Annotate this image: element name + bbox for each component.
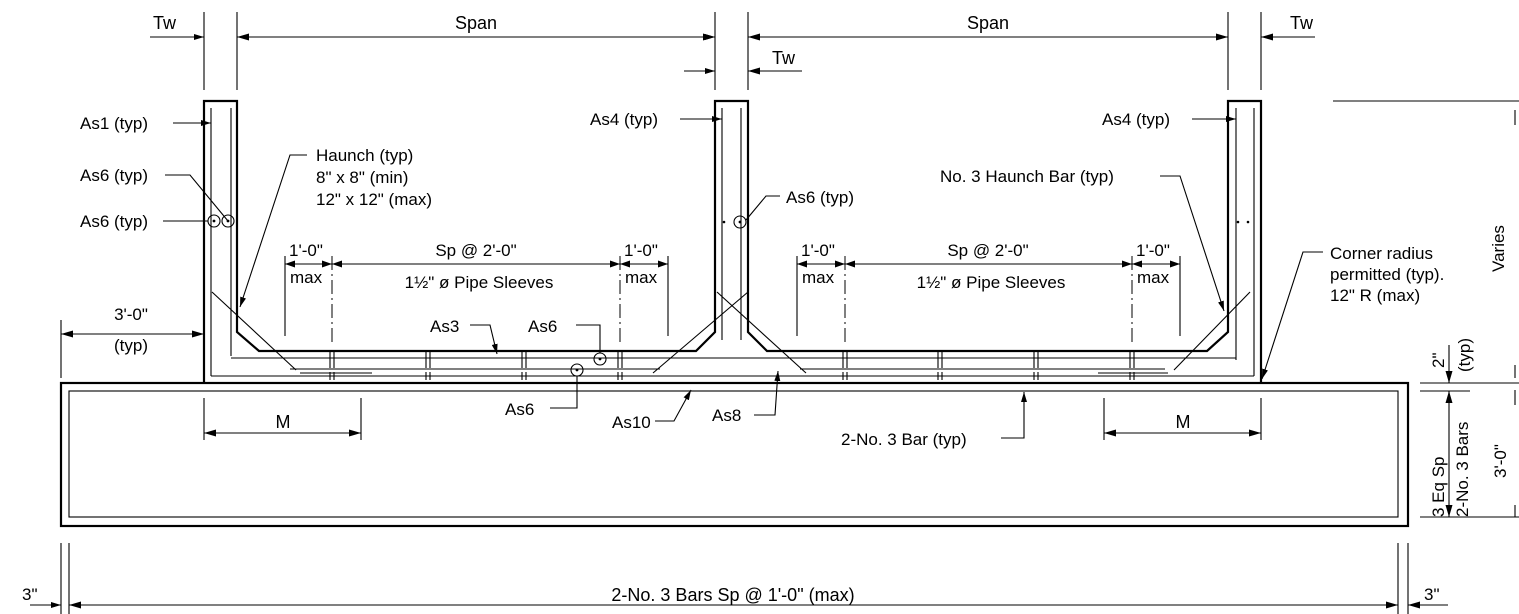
label-as6-c: As6 (528, 317, 557, 336)
label-right-max: max (802, 268, 835, 287)
label-right-1ft: 1'-0" (801, 241, 835, 260)
label-left-max-b: max (625, 268, 658, 287)
label-bottom-bars: 2-No. 3 Bars Sp @ 1'-0" (max) (611, 585, 854, 605)
label-two-in-typ: (typ) (1455, 338, 1474, 372)
label-haunch-1: Haunch (typ) (316, 146, 413, 165)
label-right-1ft-b: 1'-0" (1136, 241, 1170, 260)
label-left-1ft-b: 1'-0" (624, 241, 658, 260)
label-three-in-right: 3" (1424, 585, 1440, 604)
arrowheads (237, 33, 1273, 75)
label-three-ft: 3'-0" (1491, 444, 1510, 478)
label-m-left: M (276, 412, 291, 432)
label-corner-1: Corner radius (1330, 244, 1433, 263)
label-right-pipe: 1½" ø Pipe Sleeves (917, 273, 1066, 292)
label-no3-bars: 2-No. 3 Bars (1453, 422, 1472, 517)
label-tw-right: Tw (1290, 13, 1314, 33)
text-labels: Tw Span Span Tw Tw As1 (typ) As6 (typ) A… (22, 13, 1510, 605)
label-as4-mid: As4 (typ) (590, 110, 658, 129)
label-tw-left: Tw (153, 13, 177, 33)
label-haunch-2: 8" x 8" (min) (316, 168, 408, 187)
label-three-in-left: 3" (22, 585, 38, 604)
footing (59, 381, 1410, 528)
label-right-max-b: max (1137, 268, 1170, 287)
label-haunch-bar: No. 3 Haunch Bar (typ) (940, 167, 1114, 186)
top-dimensions (150, 12, 1315, 90)
label-as6-b: As6 (typ) (80, 212, 148, 231)
label-dim-typ: (typ) (114, 336, 148, 355)
label-corner-3: 12" R (max) (1330, 286, 1420, 305)
m-dimensions (203, 398, 1262, 440)
label-as10: As10 (612, 413, 651, 432)
sleeve-dimensions (284, 256, 1181, 345)
label-left-max: max (290, 268, 323, 287)
label-right-sp: Sp @ 2'-0" (947, 241, 1028, 260)
label-m-right: M (1176, 412, 1191, 432)
label-as6-d: As6 (505, 400, 534, 419)
label-as4-right: As4 (typ) (1102, 110, 1170, 129)
label-haunch-3: 12" x 12" (max) (316, 190, 432, 209)
pipe-sleeve-marks (329, 352, 1135, 380)
label-as8: As8 (712, 406, 741, 425)
label-bar-typ: 2-No. 3 Bar (typ) (841, 430, 967, 449)
right-dimensions (1333, 100, 1519, 518)
label-as6-a: As6 (typ) (80, 166, 148, 185)
label-left-pipe: 1½" ø Pipe Sleeves (405, 273, 554, 292)
culvert-outline (202, 99, 1263, 383)
leaders (163, 116, 1323, 439)
left-3ft-dimension (60, 320, 204, 378)
label-left-sp: Sp @ 2'-0" (435, 241, 516, 260)
label-corner-2: permitted (typ). (1330, 265, 1444, 284)
label-as6-mid: As6 (typ) (786, 188, 854, 207)
label-eq-sp: 3 Eq Sp (1429, 457, 1448, 518)
label-left-1ft: 1'-0" (289, 241, 323, 260)
label-as3: As3 (430, 317, 459, 336)
label-varies: Varies (1489, 225, 1508, 272)
label-two-in: 2" (1429, 353, 1448, 369)
rebar-lines (210, 108, 1255, 380)
label-span-right: Span (967, 13, 1009, 33)
label-tw-mid: Tw (772, 48, 796, 68)
bottom-dimension (30, 543, 1448, 614)
label-dim-3ft: 3'-0" (114, 305, 148, 324)
label-as1: As1 (typ) (80, 114, 148, 133)
label-span-left: Span (455, 13, 497, 33)
